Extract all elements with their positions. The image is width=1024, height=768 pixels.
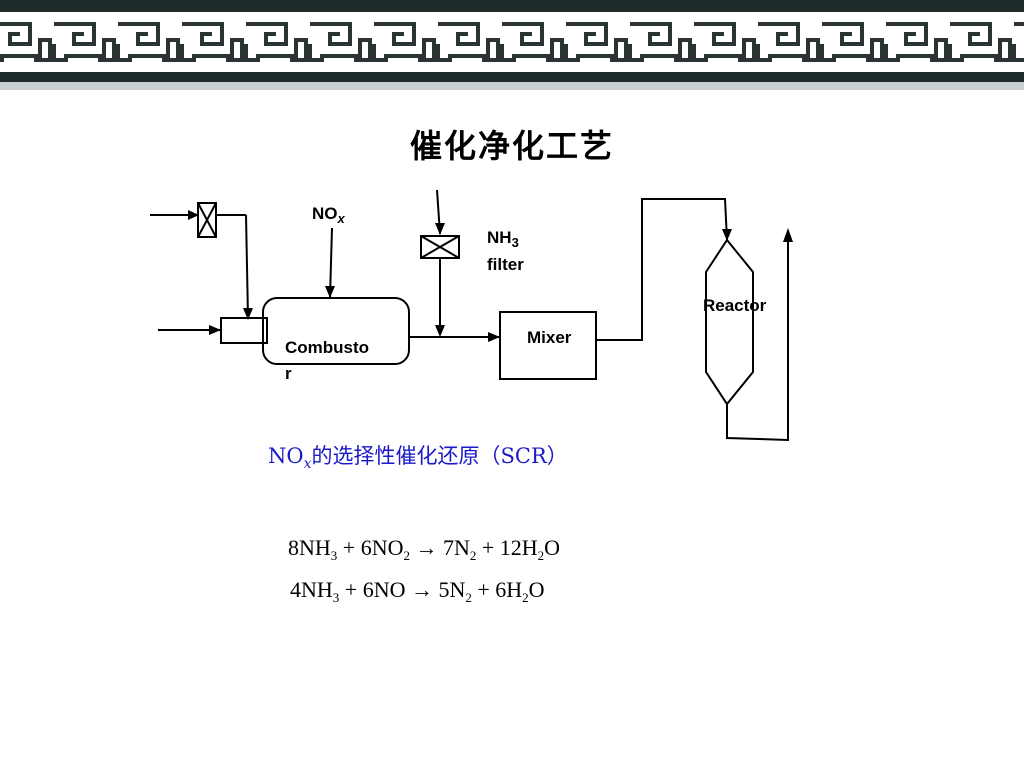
combustor-to-mixer-arrow — [488, 332, 500, 342]
equation-1: 8NH3 + 6NO2 → 7N2 + 12H2O — [288, 535, 561, 563]
decorative-banner — [0, 0, 1024, 90]
nh3-valve-cross-2 — [420, 235, 460, 259]
reactor-inlet-arrow — [722, 229, 732, 241]
reactor-label: Reactor — [703, 296, 767, 315]
air-down-arrow — [243, 308, 253, 320]
air-valve-cross-2 — [197, 202, 217, 238]
reactor-outlet-line — [726, 232, 789, 442]
combustor-label-line1: Combusto — [285, 338, 369, 357]
reactor — [705, 238, 754, 406]
nh3-label: NH3 — [487, 228, 519, 250]
nox-label: NOx — [312, 204, 346, 226]
nox-feed-line — [329, 227, 333, 298]
nh3-top-arrow — [435, 223, 445, 235]
mixer-label: Mixer — [527, 328, 572, 347]
caption: NOx的选择性催化还原（SCR） — [268, 444, 568, 473]
burner — [220, 317, 268, 344]
nox-feed-arrow — [325, 286, 335, 298]
equation-2: 4NH3 + 6NO → 5N2 + 6H2O — [290, 577, 545, 605]
fuel-inlet-arrow — [209, 325, 221, 335]
air-inlet-arrow — [188, 210, 199, 220]
air-valve — [197, 202, 217, 238]
outlet-up-arrow — [783, 228, 793, 242]
air-line-down — [245, 214, 249, 319]
mixer-to-reactor-line — [596, 198, 728, 341]
mixer — [499, 311, 597, 380]
banner-fret-pattern — [0, 22, 1024, 90]
nh3-down-arrow — [435, 325, 445, 337]
combustor — [262, 297, 410, 365]
combustor-label-line2: r — [285, 364, 292, 383]
slide-title: 催化净化工艺 — [409, 127, 614, 166]
filter-label: filter — [487, 255, 524, 274]
